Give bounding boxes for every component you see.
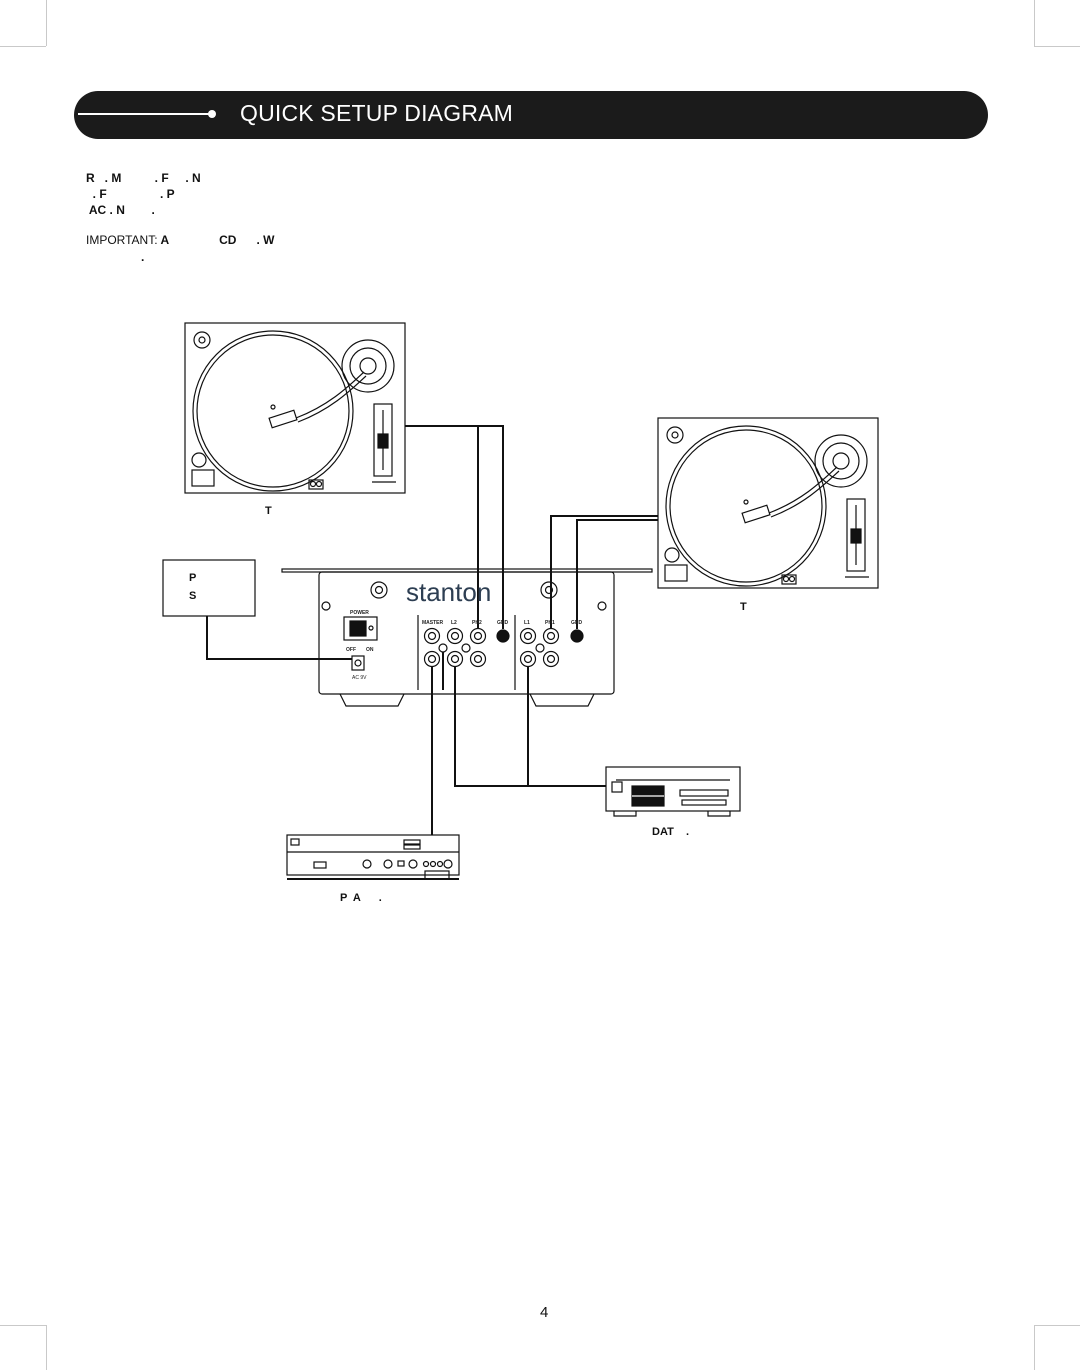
crop-mark (1034, 0, 1035, 46)
crop-mark (46, 1325, 47, 1370)
turntable-right-label: T (740, 601, 747, 613)
power-supply-box (162, 559, 256, 617)
important-w: . W (256, 233, 275, 247)
mixer-brand: stanton (406, 577, 491, 607)
off-label: OFF (346, 647, 356, 653)
jack-label-gnd-1: GND (571, 620, 583, 626)
power-supply-label-1: P (189, 572, 197, 584)
amplifier (286, 834, 460, 880)
important-label: IMPORTANT: (86, 233, 158, 247)
important-cd: CD (219, 233, 237, 247)
important-note: IMPORTANT: A CD . W (86, 233, 274, 247)
intro-line-1: R . M . F . N (86, 171, 201, 185)
crop-mark (0, 1325, 46, 1326)
jack-label-l2: L2 (451, 620, 457, 626)
page-number: 4 (540, 1304, 549, 1321)
turntable-left-label: T (265, 505, 272, 517)
intro-line-3: AC . N . (86, 203, 155, 217)
power-supply-label-2: S (189, 590, 197, 602)
intro-line-2: . F . P (86, 187, 175, 201)
jack-label-master: MASTER (422, 620, 444, 626)
banner-rule (78, 113, 212, 115)
ac-label: AC 9V (352, 675, 367, 681)
page-title: QUICK SETUP DIAGRAM (240, 100, 514, 126)
turntable-right (657, 417, 879, 589)
dat-label: DAT . (652, 826, 690, 838)
turntable-left (184, 322, 406, 494)
amp-label: P A . (340, 892, 382, 904)
crop-mark (46, 0, 47, 46)
crop-mark (0, 46, 46, 47)
crop-mark (1034, 46, 1080, 47)
power-label: POWER (350, 610, 369, 616)
important-a: A (157, 233, 170, 247)
crop-mark (1034, 1325, 1080, 1326)
section-banner: QUICK SETUP DIAGRAM (74, 91, 988, 139)
jack-label-l1: L1 (524, 620, 530, 626)
crop-mark (1034, 1325, 1035, 1370)
jack-label-ph1: PH1 (545, 620, 555, 626)
cables (206, 425, 658, 835)
banner-dot (208, 110, 216, 118)
jack-label-gnd-2: GND (497, 620, 509, 626)
on-label: ON (366, 647, 374, 653)
important-line-2: . (141, 250, 145, 264)
dat-deck (605, 766, 741, 817)
jack-label-ph2: PH2 (472, 620, 482, 626)
